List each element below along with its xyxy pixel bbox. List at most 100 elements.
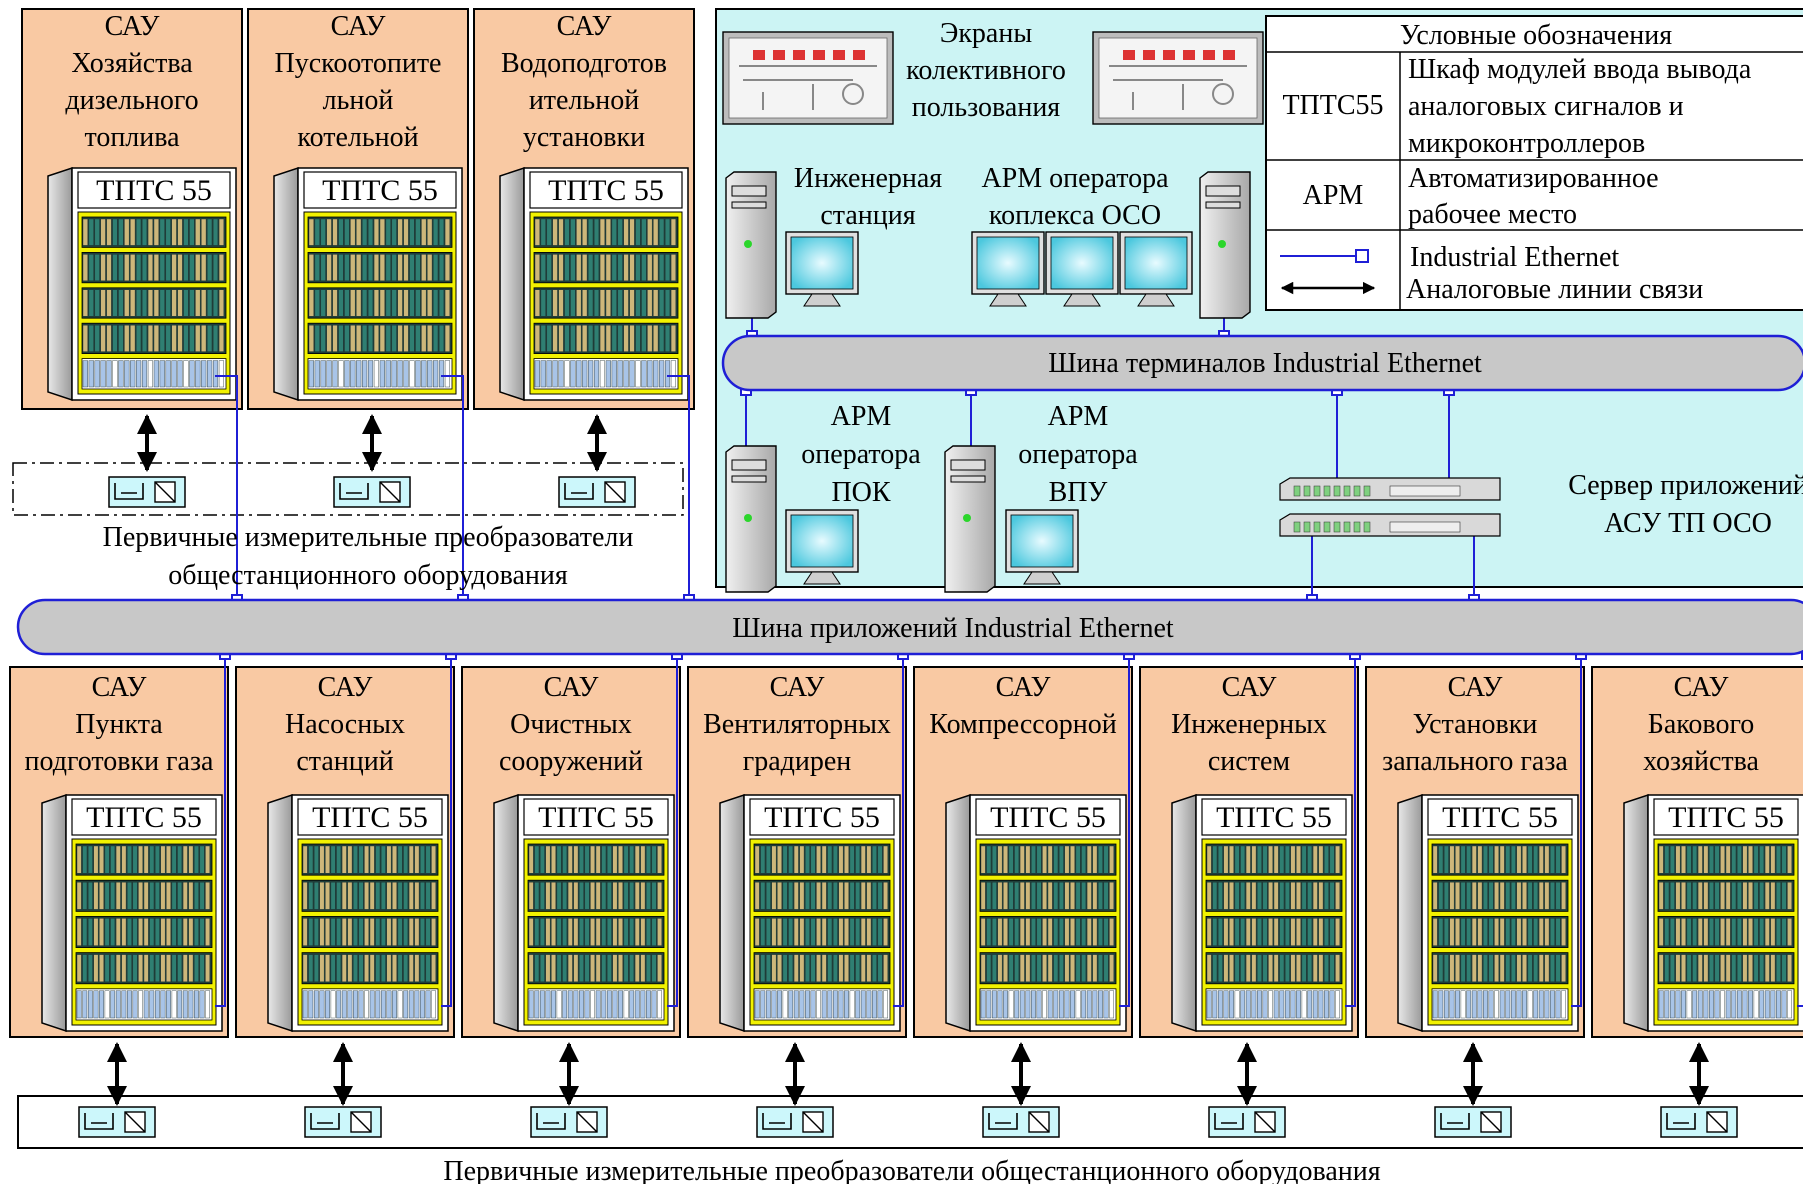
- rack-module: [832, 882, 838, 910]
- rack-module: [154, 845, 160, 874]
- rack-module: [558, 254, 564, 281]
- rack-module: [364, 882, 369, 910]
- rack-module: [420, 918, 425, 946]
- rack-module: [341, 954, 347, 982]
- rack-module: [380, 954, 386, 982]
- sau-title: САУ: [1674, 672, 1729, 703]
- rack-module: [177, 254, 183, 281]
- rack-module: [1494, 918, 1499, 946]
- rack-module: [409, 325, 415, 352]
- rack-module: [1533, 845, 1539, 874]
- sau-title: САУ: [996, 672, 1051, 703]
- rack-module: [100, 254, 106, 281]
- rack-module: [1505, 882, 1511, 910]
- rack-module: [651, 918, 657, 946]
- rack-module: [1438, 954, 1444, 982]
- rack-module: [319, 845, 325, 874]
- monitor-stand: [803, 293, 841, 307]
- ethernet-link: [1797, 1005, 1803, 1007]
- rack-module: [653, 325, 659, 352]
- rack-module: [369, 845, 375, 874]
- rack-module: [344, 289, 350, 317]
- rack-module: [201, 325, 207, 352]
- rack-module: [1053, 918, 1059, 946]
- rack-module: [379, 360, 385, 388]
- rack-module: [605, 254, 611, 281]
- rack-module: [160, 845, 166, 874]
- server-bay: [1343, 521, 1351, 533]
- rack-module: [403, 845, 409, 874]
- rack-module: [1781, 990, 1787, 1019]
- rack-module: [159, 360, 165, 388]
- rack-module: [1538, 882, 1544, 910]
- rack-module: [1301, 845, 1307, 874]
- rack-module: [438, 360, 445, 388]
- rack-module: [558, 360, 564, 388]
- rack-module: [1240, 990, 1246, 1019]
- rack-module: [1223, 954, 1229, 982]
- rack-module: [431, 990, 436, 1019]
- rack-module: [177, 882, 183, 910]
- primary-transducer-icon: [333, 476, 411, 508]
- sensor-symbol: [1214, 1113, 1244, 1130]
- rack-module: [367, 218, 374, 246]
- rack-module: [115, 845, 121, 874]
- rack-module: [397, 325, 403, 352]
- rack-module: [93, 882, 99, 910]
- rack-module: [986, 845, 992, 874]
- rack-module: [403, 254, 409, 281]
- sensor-symbol: [84, 1113, 114, 1130]
- rack-module: [409, 254, 415, 281]
- label-line: АРМ оператора: [981, 163, 1169, 194]
- label-line: котельной: [297, 122, 418, 153]
- rack-module: [1279, 845, 1285, 874]
- rack-module: [1229, 990, 1234, 1019]
- rack-module: [810, 990, 816, 1019]
- server-bay: [1353, 521, 1361, 533]
- rack-module: [821, 845, 827, 874]
- rack-module: [1561, 882, 1566, 910]
- rack-module: [793, 954, 799, 982]
- rack-module: [1014, 918, 1020, 946]
- rack-module: [1770, 990, 1776, 1019]
- rack-module: [1709, 918, 1714, 946]
- rack-module: [1731, 918, 1737, 946]
- cabinet-label-box: [529, 171, 683, 209]
- rack-module: [601, 882, 607, 910]
- rack-module: [1042, 918, 1047, 946]
- label-line: микроконтроллеров: [1408, 128, 1645, 159]
- rack-module: [1014, 845, 1020, 874]
- rack-module: [319, 882, 325, 910]
- rack-module: [154, 990, 160, 1019]
- rack-module: [860, 990, 866, 1019]
- rack-module: [1008, 954, 1014, 982]
- rack-module: [149, 882, 155, 910]
- rack-module: [1284, 990, 1290, 1019]
- rack-module: [344, 218, 350, 246]
- rack-module: [1318, 882, 1324, 910]
- rack-module: [1245, 918, 1251, 946]
- rack-module: [816, 882, 822, 910]
- sensor-diagonal: [1480, 1111, 1502, 1133]
- rack-module: [1753, 954, 1759, 982]
- rack-module: [362, 289, 368, 317]
- rack-module: [397, 254, 403, 281]
- tower-led: [744, 240, 752, 248]
- rack-module: [860, 845, 866, 874]
- rack-module: [136, 289, 142, 317]
- rack-module: [1697, 918, 1703, 946]
- rack-module: [629, 918, 635, 946]
- rack-module: [408, 882, 414, 910]
- rack-module: [171, 325, 177, 352]
- rack-module: [623, 990, 629, 1019]
- rack-module: [872, 845, 877, 874]
- rack-module: [1759, 845, 1765, 874]
- rack-module: [534, 360, 540, 388]
- rack-module: [788, 954, 794, 982]
- rack-module: [670, 360, 676, 388]
- rack-module: [599, 325, 605, 352]
- rack-module: [562, 954, 568, 982]
- rack-module: [94, 289, 100, 317]
- rack-module: [832, 954, 838, 982]
- rack-module: [1681, 918, 1686, 946]
